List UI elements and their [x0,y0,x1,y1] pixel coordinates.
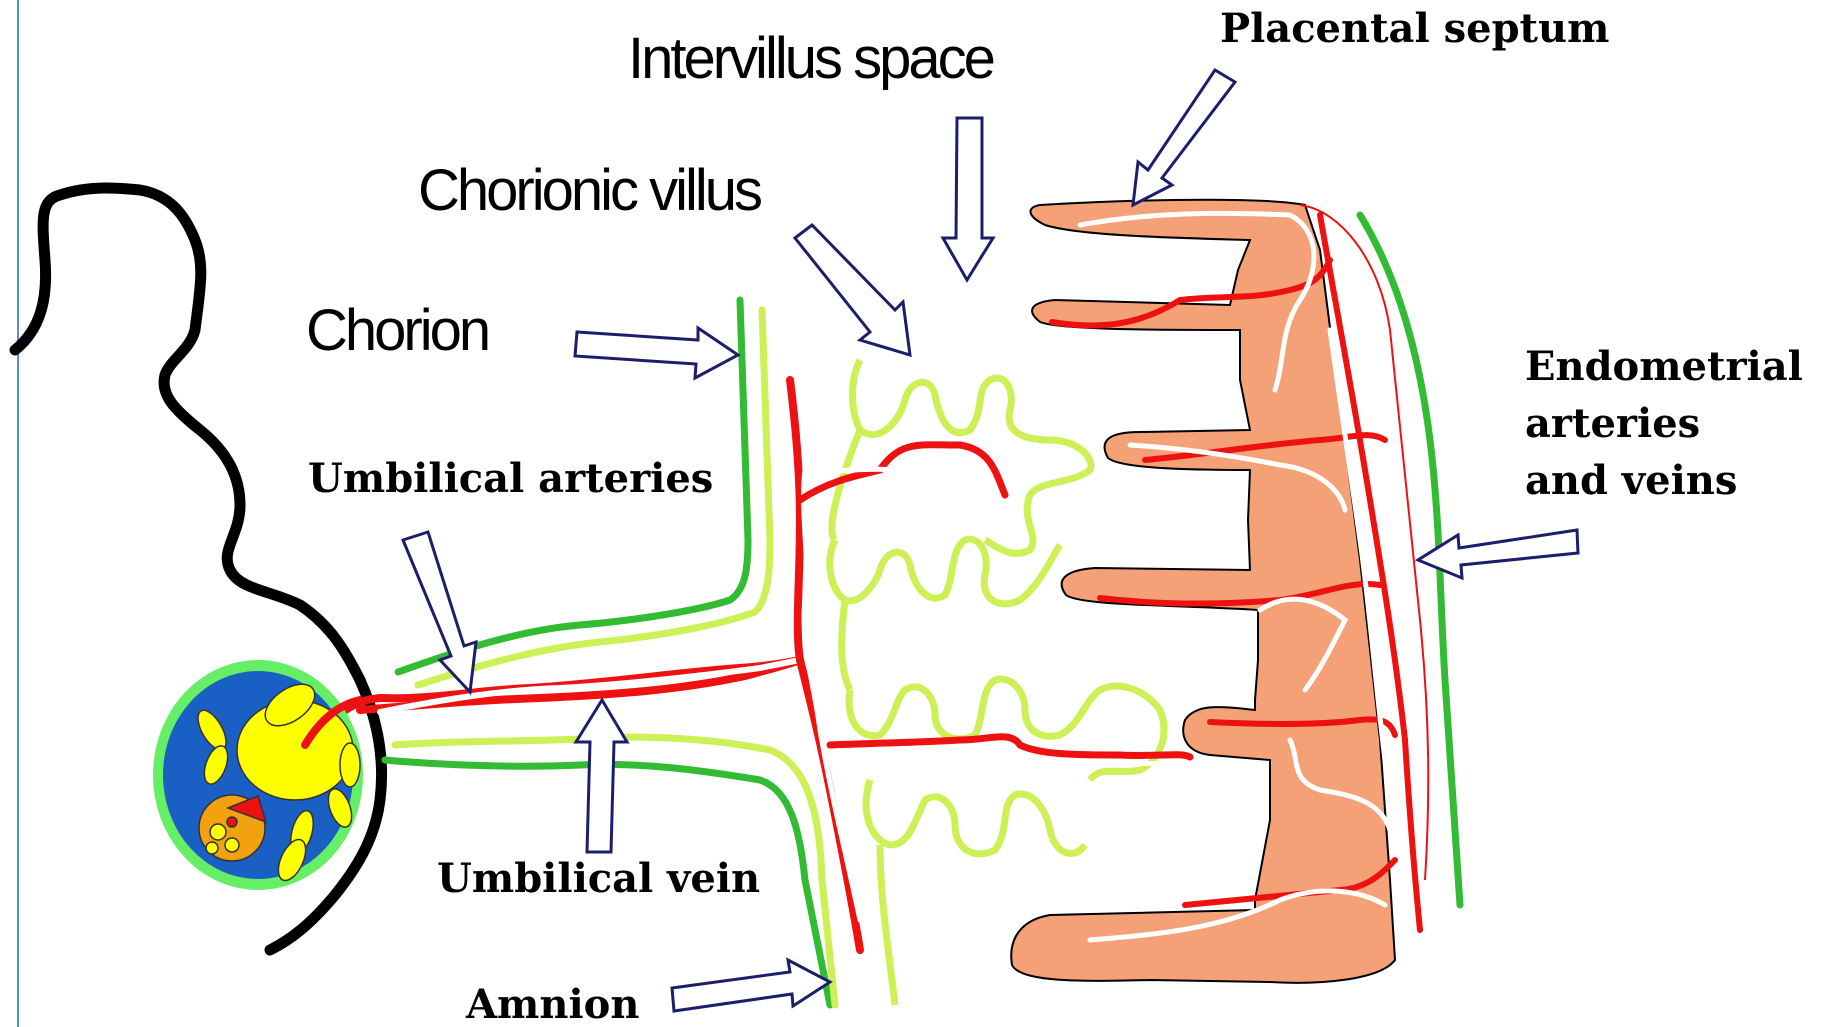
amnion-arrow [672,960,830,1011]
villus-vein-1 [805,469,990,478]
endometrial-arrow [1418,530,1578,578]
placental-septum-arrow [1133,70,1235,205]
label-umbilical-arteries: Umbilical arteries [308,455,713,502]
label-chorion: Chorion [306,298,488,363]
label-endometrial-line1: Endometrial [1525,343,1803,390]
label-intervillus-space: Intervillus space [628,26,994,91]
umbilical-vein-arrow [576,700,627,852]
label-amnion: Amnion [465,981,639,1027]
label-endometrial-line3: and veins [1525,457,1737,504]
chorionic-villus-4 [866,780,1085,854]
villus-stem [832,430,895,1005]
chorionic-villus-arrow [795,225,910,355]
label-chorionic-villus: Chorionic villus [418,158,761,223]
chorion-arrow [575,328,738,378]
label-umbilical-vein: Umbilical vein [437,855,760,902]
label-placental-septum: Placental septum [1220,5,1609,52]
label-endometrial-line2: arteries [1525,400,1700,447]
intervillus-space-arrow [943,118,993,280]
